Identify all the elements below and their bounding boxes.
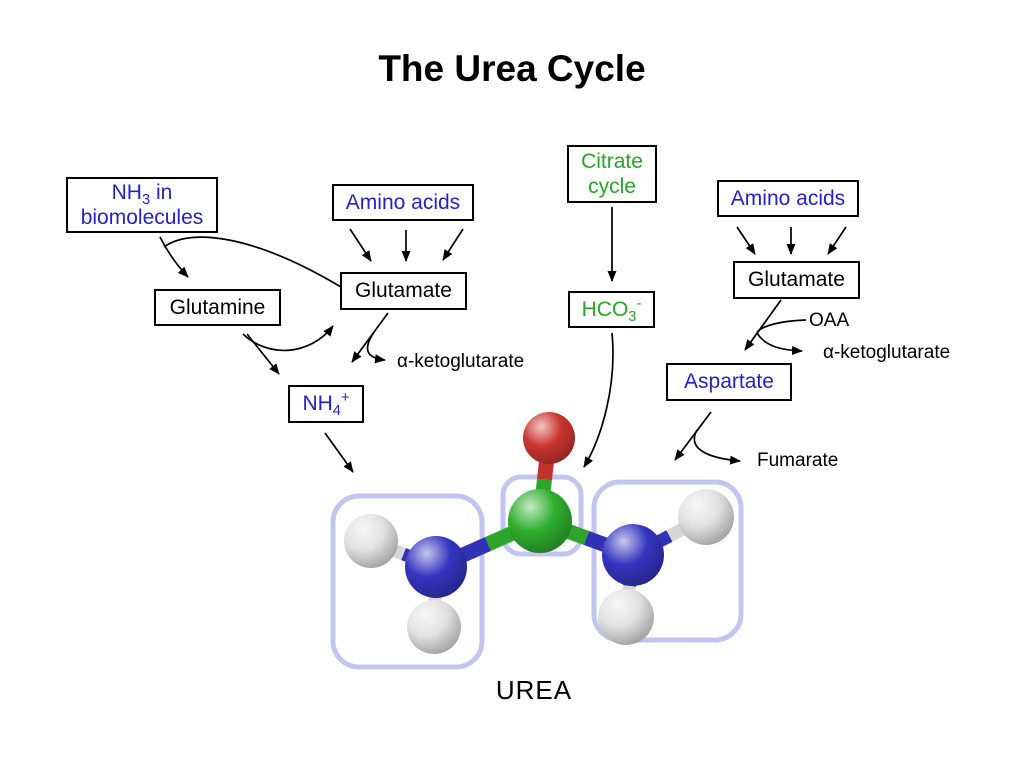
edge-aspartate-branch-fumarate <box>693 429 741 465</box>
fumarate-label: Fumarate <box>757 450 839 471</box>
page-title: The Urea Cycle <box>378 48 646 89</box>
hydrogen-atom-2 <box>407 600 461 654</box>
edge-glutamate-to-aspartate <box>744 299 782 351</box>
glutamate-right-label: Glutamate <box>748 268 845 292</box>
aspartate-box: Aspartate <box>666 363 792 401</box>
hydrogen-atom-4 <box>598 589 654 645</box>
glutamate-left-label: Glutamate <box>355 279 452 303</box>
amino-acids-left-box: Amino acids <box>332 184 474 221</box>
edge-aspartate-to-molecule <box>674 411 712 461</box>
edge-nh3-to-glutamine <box>159 236 189 278</box>
glutamine-box: Glutamine <box>154 289 281 326</box>
nitrogen-right-atom <box>602 524 664 586</box>
edge-glutamine-to-nh4 <box>246 333 280 375</box>
edge-nh3-to-glutamate <box>163 236 342 288</box>
edge-hco3-to-carbon <box>583 332 614 468</box>
nitrogen-left-atom <box>405 536 467 598</box>
edge-nh4-to-molecule <box>324 432 354 473</box>
left-amine-highlight <box>330 493 485 670</box>
edge-aminoright-to-glutamate-1 <box>736 226 756 255</box>
edge-aminoleft-to-glutamate-1 <box>349 228 372 262</box>
edge-aminoright-to-glutamate-3 <box>827 226 847 255</box>
hco3-box: HCO3- <box>568 291 655 328</box>
alpha-ketoglutarate-right-label: α-ketoglutarate <box>823 342 951 363</box>
urea-label: UREA <box>495 675 573 705</box>
amino-acids-left-label: Amino acids <box>345 190 461 214</box>
amino-acids-right-box: Amino acids <box>717 180 859 217</box>
aspartate-label: Aspartate <box>684 370 774 394</box>
reaction-arrows <box>159 207 847 473</box>
edge-glutamine-to-glutamate <box>242 325 334 352</box>
nh4-box: NH4+ <box>288 385 364 423</box>
hydrogen-atom-1 <box>344 514 398 568</box>
edge-glutamate-branch-aketo <box>366 331 386 364</box>
amino-acids-right-label: Amino acids <box>730 186 846 210</box>
hydrogen-atom-3 <box>678 489 734 545</box>
oaa-label: OAA <box>809 310 850 331</box>
molecule-atoms <box>344 412 734 654</box>
hco3-label: HCO3- <box>581 295 642 326</box>
edge-aminoleft-to-glutamate-3 <box>442 228 464 261</box>
glutamate-right-box: Glutamate <box>733 261 860 299</box>
edge-oaa-to-aketo <box>756 319 807 356</box>
nh4-label: NH4+ <box>302 390 350 420</box>
glutamine-label: Glutamine <box>169 295 266 319</box>
oxygen-atom <box>523 412 575 464</box>
right-amine-highlight <box>591 479 744 643</box>
glutamate-left-box: Glutamate <box>340 272 467 310</box>
alpha-ketoglutarate-left-label: α-ketoglutarate <box>397 351 525 372</box>
carbon-atom <box>508 489 572 553</box>
